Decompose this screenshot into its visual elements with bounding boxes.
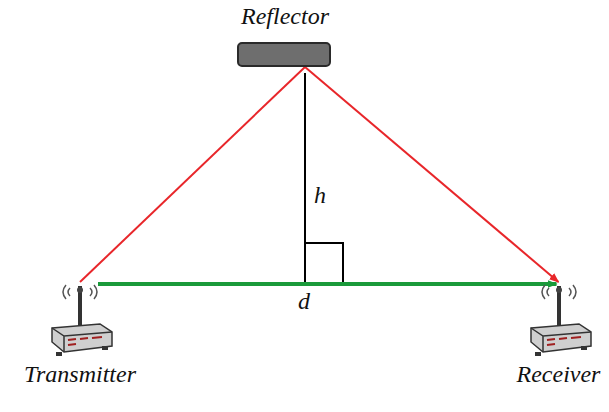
direct-path	[98, 282, 557, 286]
reflector-node: Reflector	[225, 2, 345, 67]
node-label: Transmitter	[20, 360, 140, 388]
height-label: h	[314, 182, 326, 208]
right-angle-mark	[305, 243, 343, 283]
reflected-path	[80, 67, 305, 282]
distance-label: d	[298, 288, 310, 314]
radio-node: Transmitter	[20, 280, 140, 388]
reflected-path	[305, 67, 559, 282]
height-line	[304, 73, 306, 283]
radio-node: Receiver	[510, 280, 607, 388]
radio-device-icon	[521, 280, 597, 360]
node-label: Reflector	[225, 2, 345, 30]
reflector-plate	[237, 42, 331, 67]
radio-device-icon	[42, 280, 118, 360]
node-label: Receiver	[510, 360, 607, 388]
